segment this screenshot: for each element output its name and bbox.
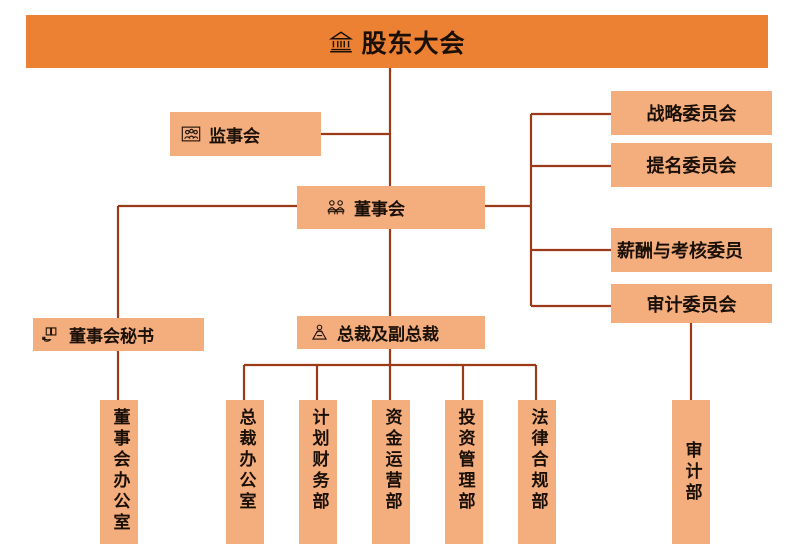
node-label: 资金运营部 bbox=[381, 408, 402, 513]
node-audit-committee[interactable]: 审计委员会 bbox=[611, 284, 772, 323]
node-label: 投资管理部 bbox=[454, 408, 475, 513]
node-label: 股东大会 bbox=[361, 28, 466, 58]
node-label: 提名委员会 bbox=[646, 156, 737, 177]
node-label: 计划财务部 bbox=[308, 408, 329, 513]
node-label: 法律合规部 bbox=[527, 408, 548, 513]
node-planning-finance-dept[interactable]: 计划财务部 bbox=[299, 400, 337, 544]
node-label: 董事会办公室 bbox=[109, 408, 130, 534]
book-hand-icon bbox=[41, 324, 62, 345]
two-people-seated-icon bbox=[325, 197, 347, 219]
node-label: 审计委员会 bbox=[646, 294, 737, 316]
node-label: 董事会秘书 bbox=[69, 327, 154, 347]
node-investment-management-dept[interactable]: 投资管理部 bbox=[445, 400, 483, 544]
node-strategy-committee[interactable]: 战略委员会 bbox=[611, 91, 772, 135]
people-frame-icon bbox=[180, 123, 202, 145]
node-label: 战略委员会 bbox=[646, 104, 737, 125]
node-label: 监事会 bbox=[209, 126, 260, 147]
node-label: 审计部 bbox=[681, 440, 702, 504]
node-compensation-appraisal-committee[interactable]: 薪酬与考核委员 bbox=[611, 228, 772, 272]
node-legal-compliance-dept[interactable]: 法律合规部 bbox=[518, 400, 556, 544]
bank-building-icon bbox=[328, 29, 354, 55]
node-board-secretary[interactable]: 董事会秘书 bbox=[33, 318, 204, 351]
node-board-of-supervisors[interactable]: 监事会 bbox=[170, 112, 321, 156]
node-nomination-committee[interactable]: 提名委员会 bbox=[611, 143, 772, 187]
person-podium-icon bbox=[309, 322, 330, 343]
node-label: 董事会 bbox=[354, 200, 405, 220]
node-board-of-directors[interactable]: 董事会 bbox=[297, 186, 485, 229]
node-fund-operations-dept[interactable]: 资金运营部 bbox=[372, 400, 410, 544]
node-label: 总裁及副总裁 bbox=[337, 325, 439, 345]
node-president-and-vps[interactable]: 总裁及副总裁 bbox=[297, 316, 485, 349]
node-board-office[interactable]: 董事会办公室 bbox=[100, 400, 138, 544]
node-audit-dept[interactable]: 审计部 bbox=[672, 400, 710, 544]
node-label: 薪酬与考核委员 bbox=[617, 241, 743, 262]
node-president-office[interactable]: 总裁办公室 bbox=[226, 400, 264, 544]
node-label: 总裁办公室 bbox=[235, 408, 256, 513]
node-shareholders-meeting[interactable]: 股东大会 bbox=[26, 15, 768, 68]
